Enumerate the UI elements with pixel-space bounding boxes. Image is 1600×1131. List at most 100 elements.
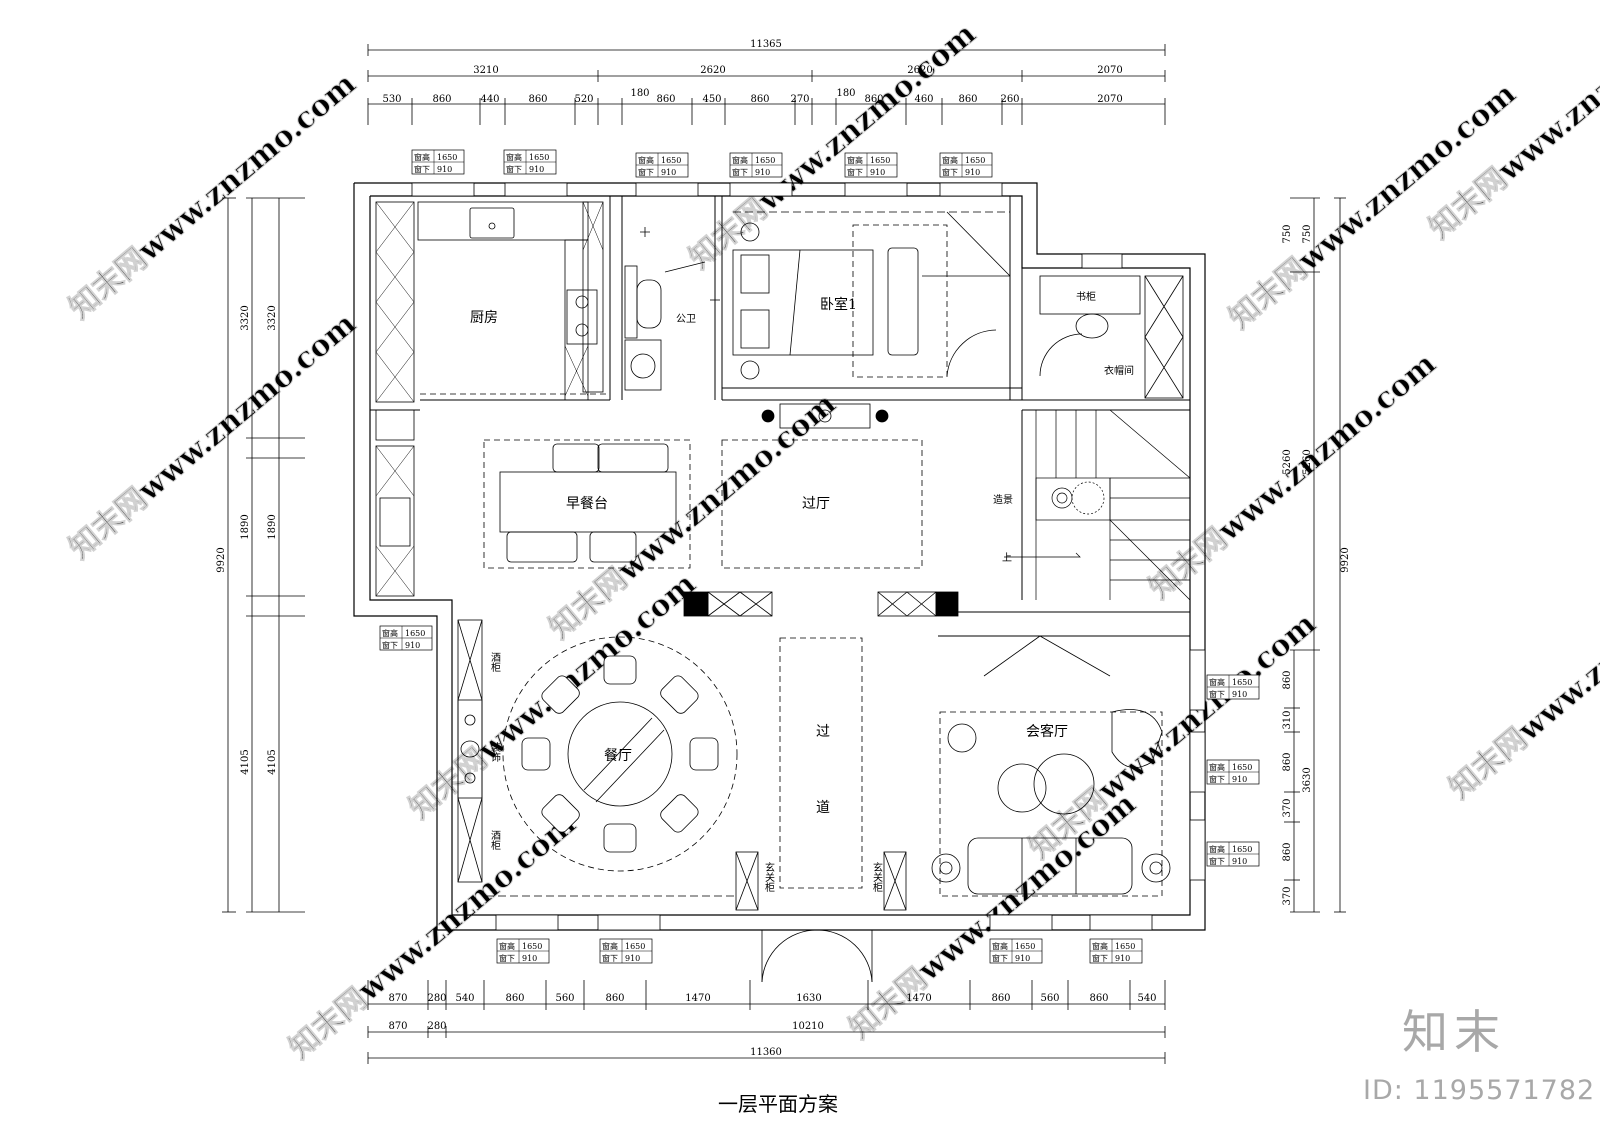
window-sill-value: 910 — [1232, 775, 1247, 784]
dim-right-detail: 370 — [1282, 886, 1293, 905]
dim-top-detail: 860 — [528, 94, 547, 105]
window-sill-value: 910 — [437, 165, 452, 174]
label-decor-cabinet: 装饰 — [489, 741, 501, 763]
dim-bottom-details: 870 280 540 860 560 860 1470 1630 1470 8… — [388, 993, 1156, 1004]
dim-top-detail: 180 — [836, 88, 855, 99]
dim-top-detail: 440 — [480, 94, 499, 105]
dim-top-seg-3: 2620 — [907, 65, 932, 76]
dim-bottom-mid-2: 280 — [427, 1021, 446, 1032]
staircase — [1004, 409, 1191, 601]
window-sill-value: 910 — [1232, 857, 1247, 866]
kitchen-fixtures — [375, 201, 608, 597]
window-height-value: 1650 — [1232, 845, 1252, 854]
dim-right-details: 750 5260 860 310 860 370 860 370 — [1282, 224, 1293, 905]
room-label-corridor-2: 道 — [816, 800, 830, 816]
kitchen-cabinet-crosses — [375, 201, 604, 597]
window-height-value: 1650 — [529, 153, 549, 162]
breakfast-area — [483, 439, 691, 569]
label-wine-cabinet-top: 酒柜 — [489, 652, 501, 673]
dim-top-detail: 860 — [750, 94, 769, 105]
tv-bench — [761, 403, 889, 429]
label-entry-cabinet-left: 玄关柜 — [763, 861, 775, 893]
dim-top-detail: 260 — [1000, 94, 1019, 105]
brand-logo: 知末 — [1402, 1005, 1506, 1059]
room-label-dining: 餐厅 — [604, 748, 632, 764]
window-height-value: 1650 — [405, 629, 425, 638]
dim-bottom-detail: 870 — [388, 993, 407, 1004]
window-sill-label: 窗下 — [1092, 953, 1108, 963]
window-sill-value: 910 — [405, 641, 420, 650]
window-sill-value: 910 — [522, 954, 537, 963]
room-label-storage: 书柜 — [1076, 290, 1096, 303]
dim-bottom-detail: 540 — [1137, 993, 1156, 1004]
partition-screens — [683, 591, 1111, 677]
room-label-toilet: 公卫 — [676, 314, 696, 325]
dim-right-seg-3: 3630 — [1302, 767, 1313, 792]
dim-left-inner-2: 1890 — [267, 514, 278, 539]
image-id-label: ID: 1195571782 — [1363, 1075, 1596, 1106]
right-dimensions — [1284, 197, 1346, 913]
label-entry-cabinet-right: 玄关柜 — [871, 861, 883, 893]
dim-bottom-total: 11360 — [750, 1047, 782, 1058]
reception-area — [931, 709, 1171, 897]
dining-chair — [521, 737, 551, 771]
window-sill-label: 窗下 — [1209, 774, 1225, 784]
entry-area — [735, 851, 907, 983]
window-sill-label: 窗下 — [638, 167, 654, 177]
bottom-dimensions — [367, 980, 1166, 1064]
room-label-kitchen: 厨房 — [470, 310, 498, 326]
window-sill-label: 窗下 — [499, 953, 515, 963]
dim-top-details: 530 860 440 860 520 180 860 450 860 270 … — [382, 88, 1122, 105]
room-label-reception: 会客厅 — [1026, 723, 1068, 740]
window-height-value: 1650 — [1015, 942, 1035, 951]
dim-bottom-detail: 560 — [1040, 993, 1059, 1004]
dim-right-detail: 860 — [1282, 670, 1293, 689]
room-label-corridor-1: 过 — [816, 724, 830, 740]
dim-right-detail: 310 — [1282, 710, 1293, 729]
window-sill-label: 窗下 — [382, 640, 398, 650]
dining-chair — [660, 794, 699, 833]
dim-bottom-detail: 1470 — [685, 993, 710, 1004]
dim-bottom-detail: 540 — [455, 993, 474, 1004]
window-height-value: 1650 — [1232, 763, 1252, 772]
dim-top-detail: 270 — [790, 94, 809, 105]
dim-bottom-detail: 860 — [605, 993, 624, 1004]
window-height-label: 窗高 — [1209, 762, 1225, 772]
dim-right-detail: 860 — [1282, 752, 1293, 771]
corridor-area — [779, 637, 863, 889]
bedroom-fixtures — [710, 211, 1011, 380]
dining-chair — [660, 675, 699, 714]
dim-left-inner-1: 3320 — [267, 305, 278, 330]
window-sill-label: 窗下 — [942, 167, 958, 177]
window-height-label: 窗高 — [414, 152, 430, 162]
dim-bottom-detail: 860 — [991, 993, 1010, 1004]
dim-bottom-detail: 560 — [555, 993, 574, 1004]
room-label-scenery: 造景 — [993, 493, 1013, 506]
room-label-stairs-up: 上 — [1002, 552, 1012, 564]
dim-left-total: 9920 — [216, 547, 227, 572]
window-tag: 窗高 1650 窗下 910 — [1206, 759, 1260, 785]
dim-right-detail: 860 — [1282, 842, 1293, 861]
dim-left-seg-2: 1890 — [240, 514, 251, 539]
window-height-value: 1650 — [437, 153, 457, 162]
dim-top-seg-1: 3210 — [473, 65, 498, 76]
dim-bottom-detail: 1470 — [906, 993, 931, 1004]
window-height-label: 窗高 — [638, 155, 654, 165]
dining-chairs — [521, 655, 719, 853]
window-height-label: 窗高 — [992, 941, 1008, 951]
room-label-cloakroom: 衣帽间 — [1104, 364, 1134, 377]
dim-top-detail: 860 — [432, 94, 451, 105]
room-label-bedroom: 卧室1 — [820, 296, 857, 313]
window-height-value: 1650 — [755, 156, 775, 165]
dim-top-detail: 450 — [702, 94, 721, 105]
dim-top-detail: 460 — [914, 94, 933, 105]
window-height-value: 1650 — [1232, 678, 1252, 687]
